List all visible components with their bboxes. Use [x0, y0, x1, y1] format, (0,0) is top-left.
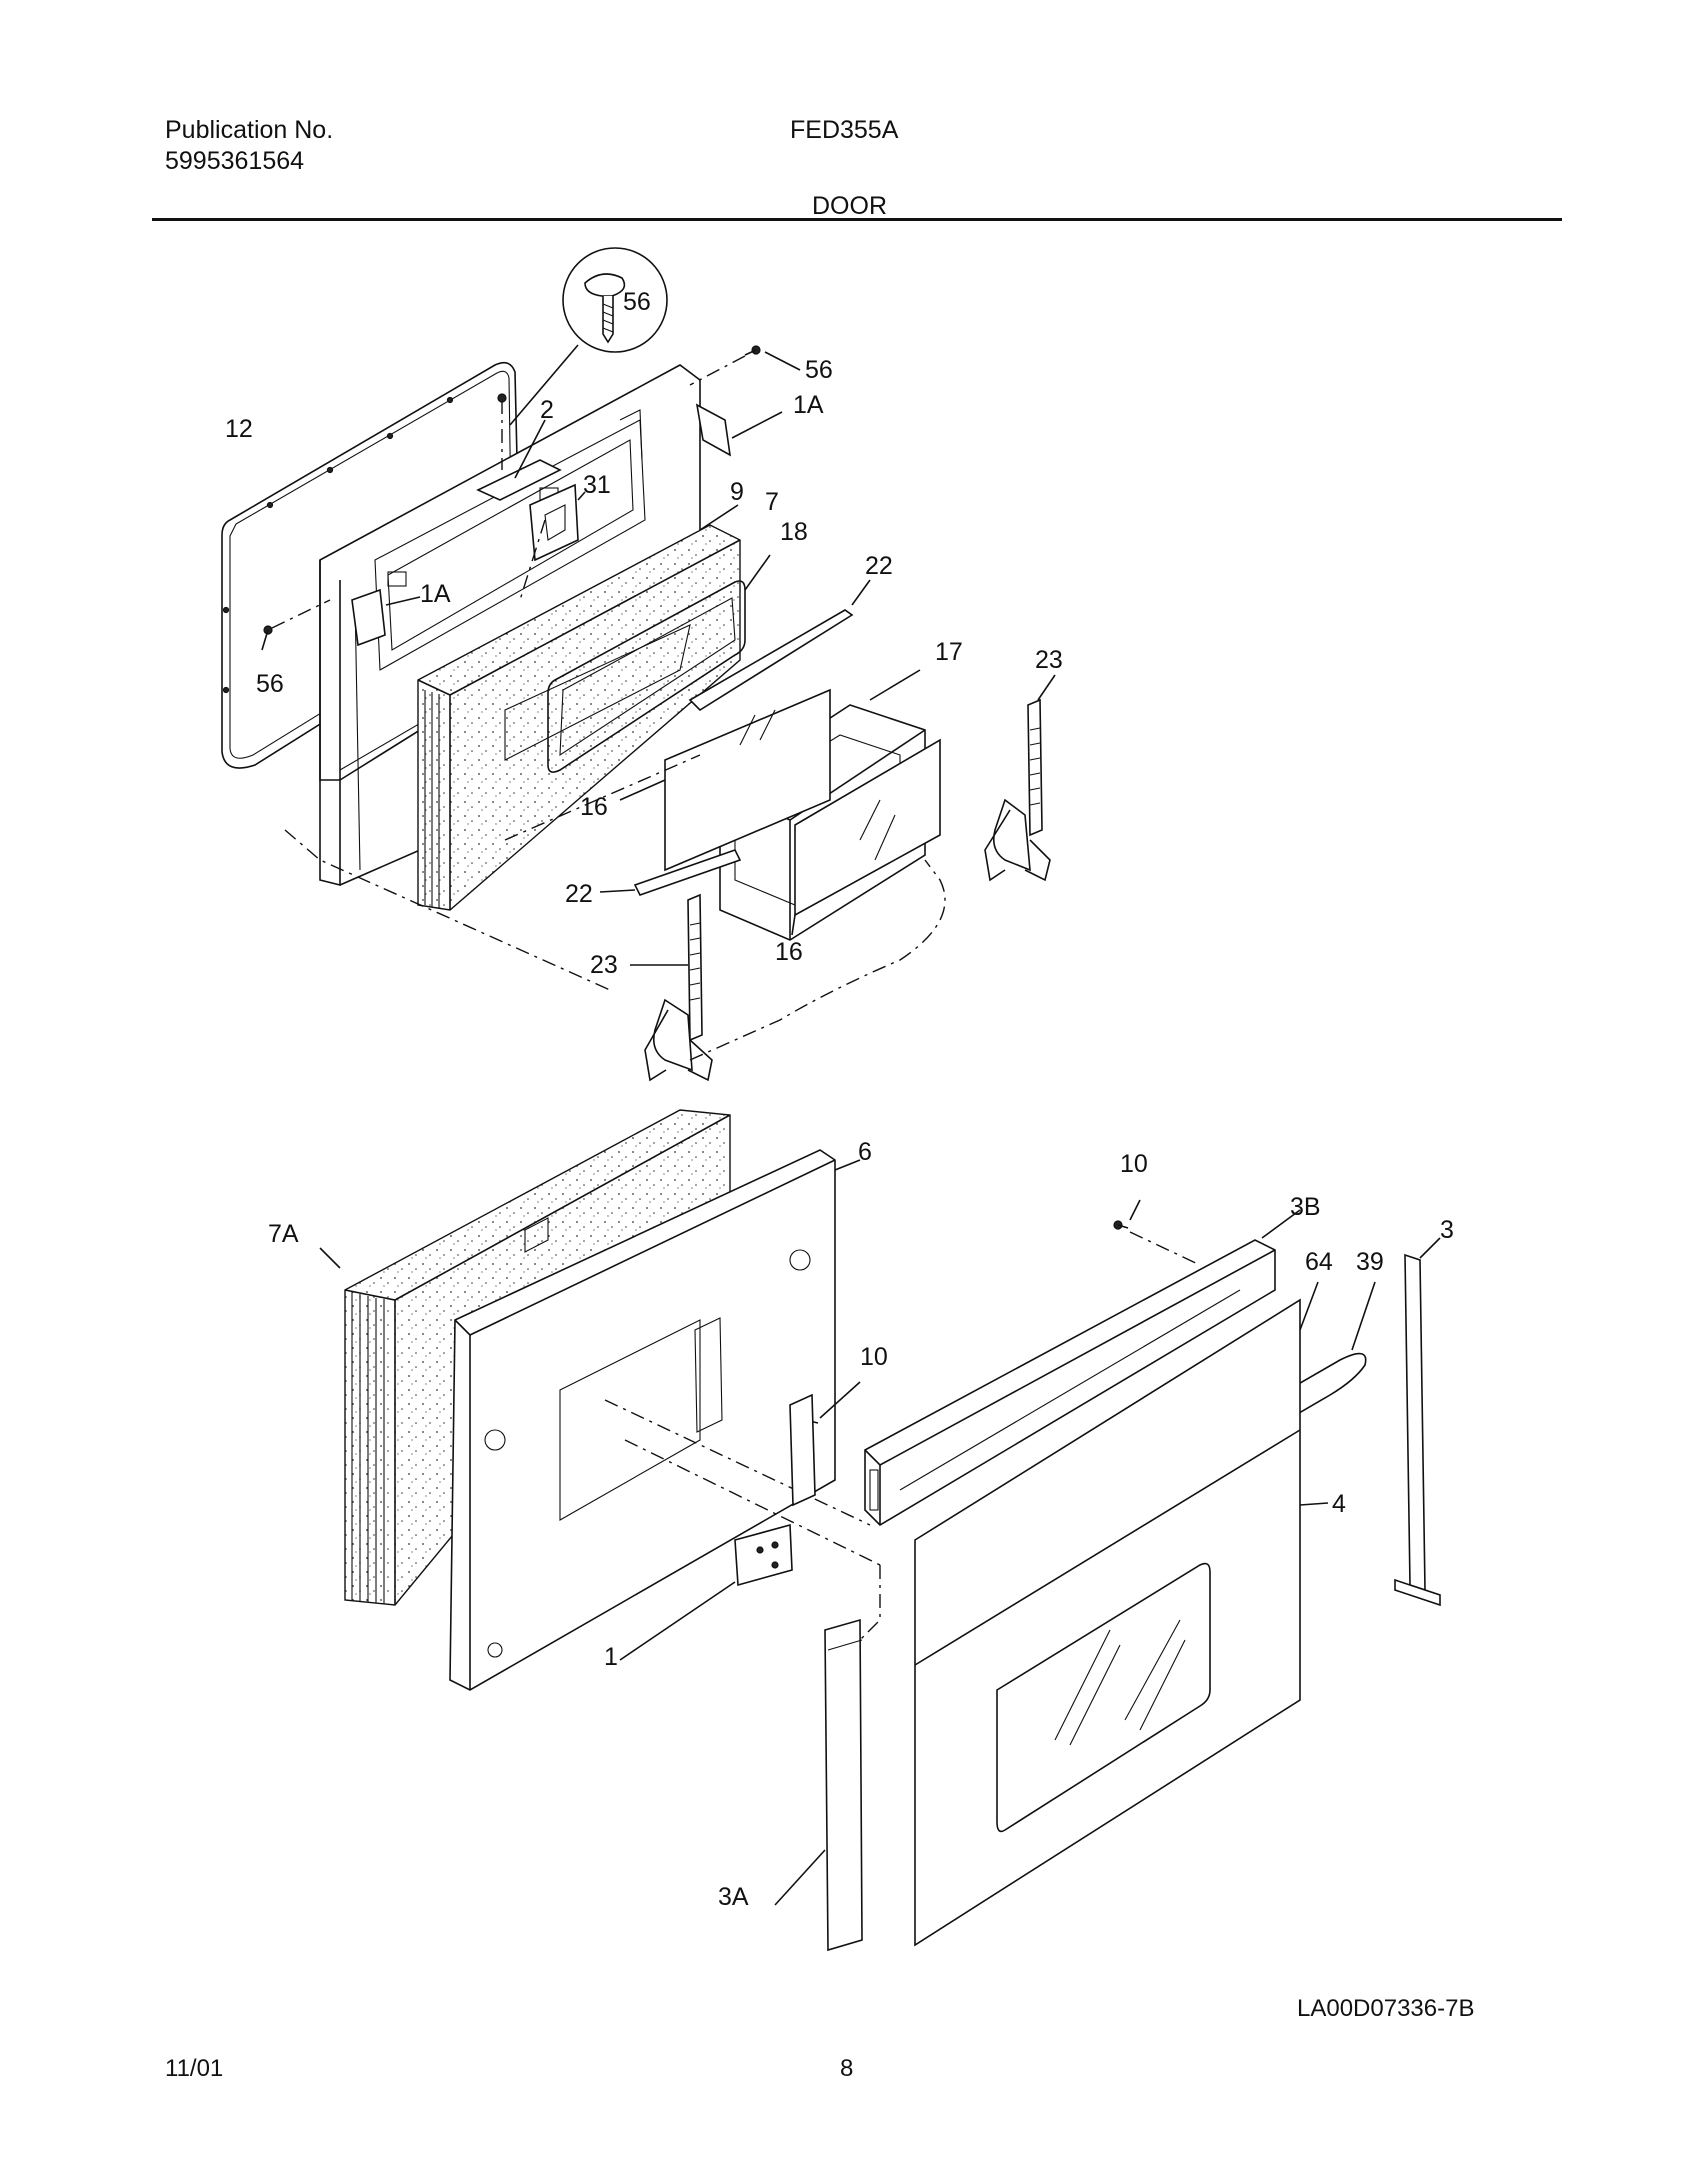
- callout-64: 64: [1305, 1248, 1333, 1276]
- callout-9: 9: [730, 478, 744, 506]
- channel-22-top: [688, 579, 871, 712]
- callout-1A-left: 1A: [420, 580, 451, 608]
- callout-10-mid: 10: [860, 1343, 888, 1371]
- section-title: DOOR: [812, 192, 887, 220]
- callout-7: 7: [765, 488, 779, 516]
- callout-12: 12: [225, 415, 253, 443]
- publication-label: Publication No.: [165, 116, 334, 144]
- outer-door-panel-4: [914, 1298, 1329, 1947]
- callout-3A: 3A: [718, 1883, 749, 1911]
- header-rule: [152, 218, 1562, 221]
- hinge-23-right: [984, 674, 1056, 882]
- callout-4: 4: [1332, 1490, 1346, 1518]
- callout-10-top: 10: [1120, 1150, 1148, 1178]
- callout-22-top: 22: [865, 552, 893, 580]
- callout-23-right: 23: [1035, 646, 1063, 674]
- bracket-1A-top: [695, 403, 783, 457]
- control-trim-3B: [864, 1209, 1301, 1527]
- callout-22-bottom: 22: [565, 880, 593, 908]
- callout-3: 3: [1440, 1216, 1454, 1244]
- insulation-7: [417, 504, 741, 911]
- callout-17: 17: [935, 638, 963, 666]
- publication-number: 5995361564: [165, 147, 305, 175]
- callout-18: 18: [780, 518, 808, 546]
- callout-16-bottom: 16: [775, 938, 803, 966]
- screw-detail-circle: [509, 247, 668, 426]
- callout-31: 31: [583, 471, 611, 499]
- alignment-lines-upper: [284, 519, 946, 1061]
- bracket-1A-left: [351, 588, 421, 647]
- window-frame-18: [547, 554, 771, 773]
- revision-date: 11/01: [165, 2055, 224, 2082]
- hinge-bracket-2: [476, 419, 562, 501]
- callout-23-left: 23: [590, 951, 618, 979]
- callout-16-left: 16: [580, 793, 608, 821]
- alignment-lines-lower: [624, 1439, 881, 1641]
- screw-56-vertical: [497, 393, 507, 470]
- callout-39: 39: [1356, 1248, 1384, 1276]
- side-bracket-mid: [789, 1393, 816, 1507]
- callout-2: 2: [540, 396, 554, 424]
- callout-6: 6: [858, 1138, 872, 1166]
- latch-31: [529, 483, 586, 562]
- inner-door-panel-6: [449, 1149, 861, 1691]
- callout-56-left: 56: [256, 670, 284, 698]
- screw-56-top: [689, 345, 801, 386]
- door-bracket-1: [619, 1523, 793, 1661]
- screw-56-left: [261, 599, 331, 651]
- callout-56-detail: 56: [623, 288, 651, 316]
- model-number: FED355A: [790, 116, 899, 144]
- glass-pane-16-bottom: [791, 738, 941, 936]
- drawing-id: LA00D07336-7B: [1297, 1995, 1475, 2022]
- callout-56-top: 56: [805, 356, 833, 384]
- hinge-23-left: [630, 893, 713, 1082]
- callout-1: 1: [604, 1643, 618, 1671]
- callout-3B: 3B: [1290, 1193, 1321, 1221]
- channel-22-bottom: [599, 849, 742, 896]
- side-trim-3: [1394, 1237, 1441, 1607]
- page-number: 8: [840, 2055, 854, 2082]
- glass-pane-16-left: [619, 688, 831, 872]
- screw-10-top: [1113, 1199, 1201, 1266]
- side-trim-3A: [774, 1618, 863, 1952]
- callout-7A: 7A: [268, 1220, 299, 1248]
- callout-1A-top: 1A: [793, 391, 824, 419]
